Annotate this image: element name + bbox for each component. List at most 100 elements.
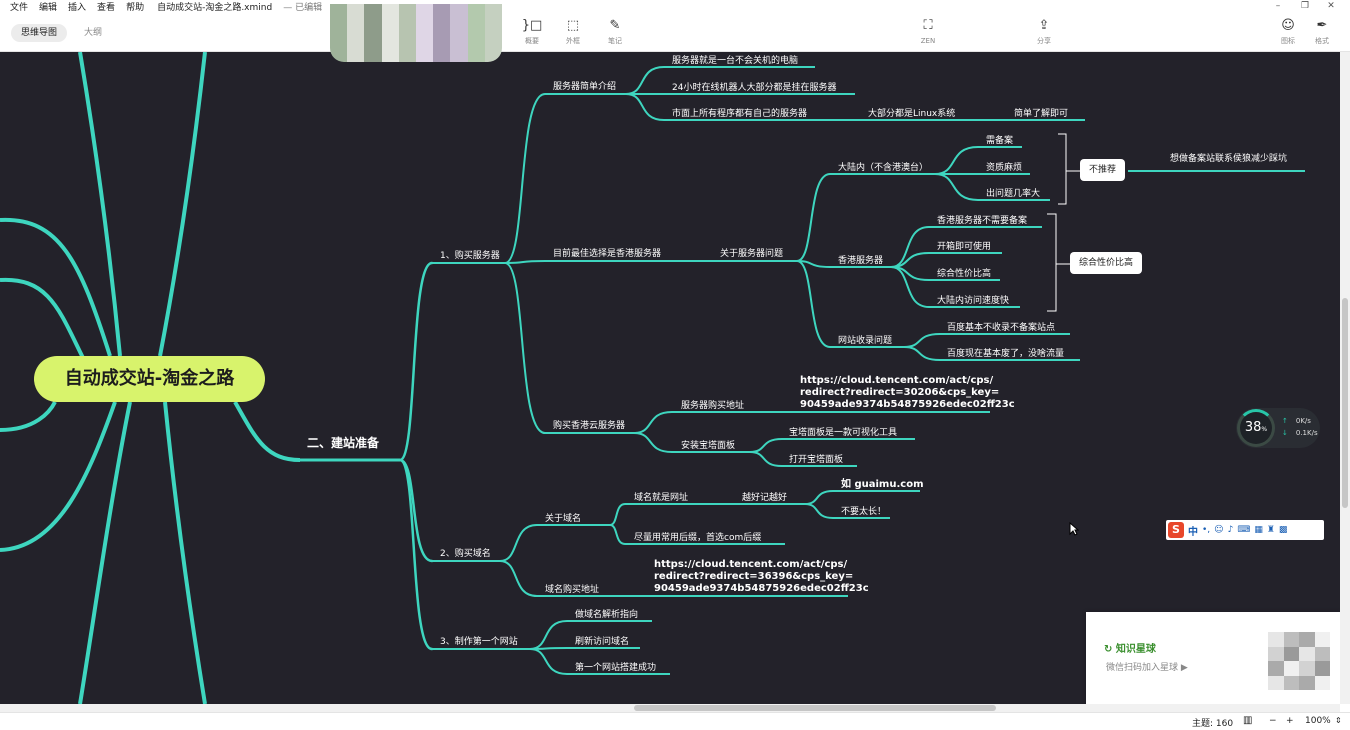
pixel-block [484, 4, 502, 19]
zoom-stepper-icon[interactable]: ⇕ [1335, 716, 1342, 725]
icon-panel-button[interactable]: ☺ 图标 [1265, 16, 1311, 46]
book-icon[interactable]: ▥ [1243, 715, 1253, 726]
topic-domain-is-url[interactable]: 域名就是网址 [634, 493, 689, 503]
connector-line [625, 93, 665, 121]
connector-line [609, 524, 626, 545]
topic-indexing[interactable]: 网站收录问题 [838, 336, 893, 346]
topic-server-intro-item[interactable]: 24小时在线机器人大部分都是挂在服务器 [672, 83, 837, 93]
mindmap-canvas[interactable]: 自动成交站-淘金之路 二、建站准备 1、购买服务器 服务器简单介绍 服务器就是一… [0, 52, 1350, 704]
topic-domain-example[interactable]: 如 guaimu.com [841, 479, 924, 490]
vertical-scroll-thumb[interactable] [1342, 298, 1348, 508]
qr-block [1299, 661, 1315, 676]
connector-line [804, 490, 834, 505]
knowledge-planet-card[interactable]: ↻ 知识星球 微信扫码加入星球 ▶ [1086, 612, 1340, 704]
topic-about-domain[interactable]: 关于域名 [545, 514, 582, 524]
menu-file[interactable]: 文件 [10, 3, 29, 13]
summary-not-recommended[interactable]: 不推荐 [1080, 159, 1126, 181]
icon-panel-label: 图标 [1281, 37, 1295, 45]
summary-button[interactable]: }□ 概要 [509, 16, 555, 46]
zoom-level[interactable]: 100% [1305, 716, 1331, 726]
share-button[interactable]: ⇪ 分享 [1021, 16, 1067, 46]
menu-insert[interactable]: 插入 [68, 3, 87, 13]
menu-help[interactable]: 帮助 [126, 3, 145, 13]
topic-server-url-label[interactable]: 服务器购买地址 [681, 401, 745, 411]
connector-line [0, 217, 112, 357]
ime-logo-icon[interactable]: S [1168, 522, 1184, 538]
punctuation-icon[interactable]: •, [1202, 525, 1211, 535]
pixel-block [364, 4, 382, 19]
topic-buy-server[interactable]: 1、购买服务器 [440, 251, 500, 261]
topic-server-issue[interactable]: 关于服务器问题 [720, 249, 784, 259]
pixel-block [398, 18, 416, 33]
ime-toolbar[interactable]: S 中 •, ☺ ♪ ⌨ ▦ ♜ ▩ [1166, 520, 1324, 540]
usage-unit: % [1261, 426, 1268, 433]
topic-bt-item[interactable]: 宝塔面板是一款可视化工具 [789, 428, 898, 438]
grid-icon[interactable]: ▦ [1254, 525, 1263, 535]
qr-block [1314, 661, 1330, 676]
root-topic[interactable]: 自动成交站-淘金之路 [34, 356, 265, 402]
topic-site-step[interactable]: 刷新访问域名 [575, 637, 630, 647]
tab-outline[interactable]: 大纲 [84, 28, 103, 38]
horizontal-scroll-thumb[interactable] [634, 705, 996, 711]
menu-view[interactable]: 查看 [97, 3, 116, 13]
topic-indexing-item[interactable]: 百度基本不收录不备案站点 [947, 323, 1056, 333]
topic-linux[interactable]: 大部分都是Linux系统 [868, 109, 956, 119]
topic-hk-best[interactable]: 目前最佳选择是香港服务器 [553, 249, 662, 259]
topic-make-site[interactable]: 3、制作第一个网站 [440, 637, 518, 647]
vertical-scrollbar[interactable] [1340, 52, 1350, 704]
download-speed: ↓0.1K/s [1282, 429, 1318, 437]
keyboard-icon[interactable]: ⌨ [1237, 525, 1251, 535]
topic-just-know[interactable]: 简单了解即可 [1014, 109, 1069, 119]
summary-cost-effective[interactable]: 综合性价比高 [1070, 252, 1143, 274]
topic-server-url[interactable]: https://cloud.tencent.com/act/cps/ redir… [800, 375, 1015, 410]
topic-server-intro[interactable]: 服务器简单介绍 [553, 82, 617, 92]
topic-bt-item[interactable]: 打开宝塔面板 [789, 455, 844, 465]
topic-hk-item[interactable]: 综合性价比高 [937, 269, 992, 279]
topic-buy-hk-cloud[interactable]: 购买香港云服务器 [553, 421, 626, 431]
menu-edit[interactable]: 编辑 [39, 3, 58, 13]
topic-easy-remember[interactable]: 越好记越好 [742, 493, 788, 503]
topic-server-intro-item[interactable]: 市面上所有程序都有自己的服务器 [672, 109, 808, 119]
topic-suffix[interactable]: 尽量用常用后缀，首选com后缀 [634, 533, 762, 543]
topic-buy-domain[interactable]: 2、购买域名 [440, 549, 491, 559]
pixel-block [467, 18, 485, 33]
topic-mainland-item[interactable]: 资质麻烦 [986, 163, 1023, 173]
zen-button[interactable]: ⛶ ZEN [905, 16, 951, 46]
topic-install-bt[interactable]: 安装宝塔面板 [681, 441, 736, 451]
zoom-out-button[interactable]: − [1269, 716, 1277, 726]
topic-site-step[interactable]: 做域名解析指向 [575, 610, 639, 620]
topic-mainland-item[interactable]: 出问题几率大 [986, 189, 1041, 199]
topic-mainland-item[interactable]: 需备案 [986, 136, 1014, 146]
boundary-button[interactable]: ⬚ 外框 [550, 16, 596, 46]
topic-domain-url-label[interactable]: 域名购买地址 [545, 585, 600, 595]
close-icon[interactable]: ✕ [1327, 1, 1335, 11]
zoom-in-button[interactable]: + [1286, 716, 1294, 726]
pixel-block [416, 33, 434, 48]
topic-indexing-item[interactable]: 百度现在基本废了，没啥流量 [947, 349, 1065, 359]
download-value: 0.1 [1295, 429, 1308, 437]
topic-mainland[interactable]: 大陆内（不含港澳台） [838, 163, 929, 173]
mouse-cursor-icon [1069, 522, 1079, 536]
horizontal-scrollbar[interactable] [0, 704, 1340, 712]
network-speed-widget[interactable]: 38% ↑0K/s ↓0.1K/s [1236, 408, 1320, 448]
apps-icon[interactable]: ▩ [1278, 525, 1288, 535]
ime-language-toggle[interactable]: 中 [1188, 526, 1198, 538]
emoji-icon[interactable]: ☺ [1214, 525, 1224, 535]
topic-site-prep[interactable]: 二、建站准备 [307, 436, 380, 450]
tab-mindmap[interactable]: 思维导图 [11, 24, 68, 42]
topic-hk-server[interactable]: 香港服务器 [838, 256, 884, 266]
shirt-icon[interactable]: ♜ [1266, 525, 1275, 535]
minimize-icon[interactable]: – [1275, 1, 1281, 11]
microphone-icon[interactable]: ♪ [1227, 525, 1234, 535]
topic-hk-item[interactable]: 开箱即可使用 [937, 242, 992, 252]
topic-filing-tip[interactable]: 想做备案站联系侯狼减少踩坑 [1170, 154, 1288, 164]
format-panel-button[interactable]: ✒ 格式 [1299, 16, 1345, 46]
restore-icon[interactable]: ❐ [1300, 1, 1310, 11]
note-button[interactable]: ✎ 笔记 [592, 16, 638, 46]
topic-hk-item[interactable]: 香港服务器不需要备案 [937, 216, 1028, 226]
topic-site-step[interactable]: 第一个网站搭建成功 [575, 663, 657, 673]
topic-not-long[interactable]: 不要太长！ [841, 507, 887, 517]
topic-hk-item[interactable]: 大陆内访问速度快 [937, 296, 1010, 306]
topic-server-intro-item[interactable]: 服务器就是一台不会关机的电脑 [672, 56, 799, 66]
topic-domain-url[interactable]: https://cloud.tencent.com/act/cps/ redir… [654, 559, 869, 594]
